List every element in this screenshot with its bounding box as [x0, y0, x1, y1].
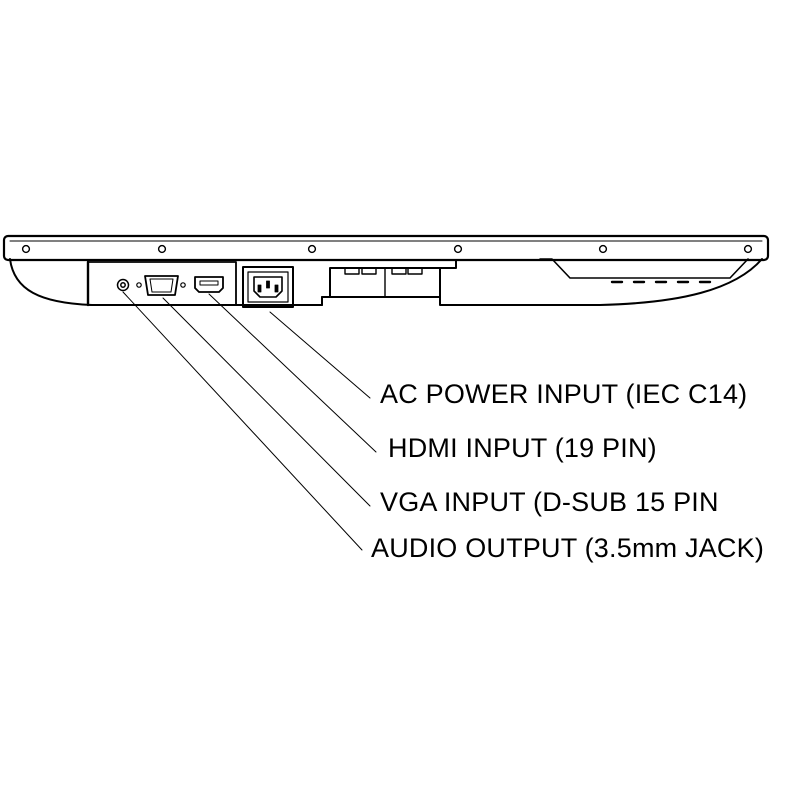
- leader-line-vga: [162, 297, 371, 507]
- bezel-screws: [21, 244, 753, 254]
- leader-line-hdmi: [208, 293, 377, 453]
- audio-jack-icon: [116, 278, 130, 292]
- leader-lines: [122, 291, 377, 551]
- callout-vga-input: VGA INPUT (D-SUB 15 PIN: [380, 487, 719, 517]
- rear-mount-feature: [344, 267, 423, 298]
- hdmi-port-icon: [194, 276, 224, 293]
- vga-port-icon: [136, 275, 186, 296]
- io-panel: [86, 260, 237, 307]
- callout-audio-output: AUDIO OUTPUT (3.5mm JACK): [371, 533, 765, 563]
- ac-power-inlet-icon: [242, 266, 294, 308]
- callout-hdmi-input: HDMI INPUT (19 PIN): [388, 433, 657, 463]
- leader-line-audio: [122, 291, 363, 551]
- callout-ac-power-input: AC POWER INPUT (IEC C14): [380, 379, 748, 409]
- monitor-chassis: [2, 234, 770, 306]
- leader-line-ac-power: [269, 311, 371, 399]
